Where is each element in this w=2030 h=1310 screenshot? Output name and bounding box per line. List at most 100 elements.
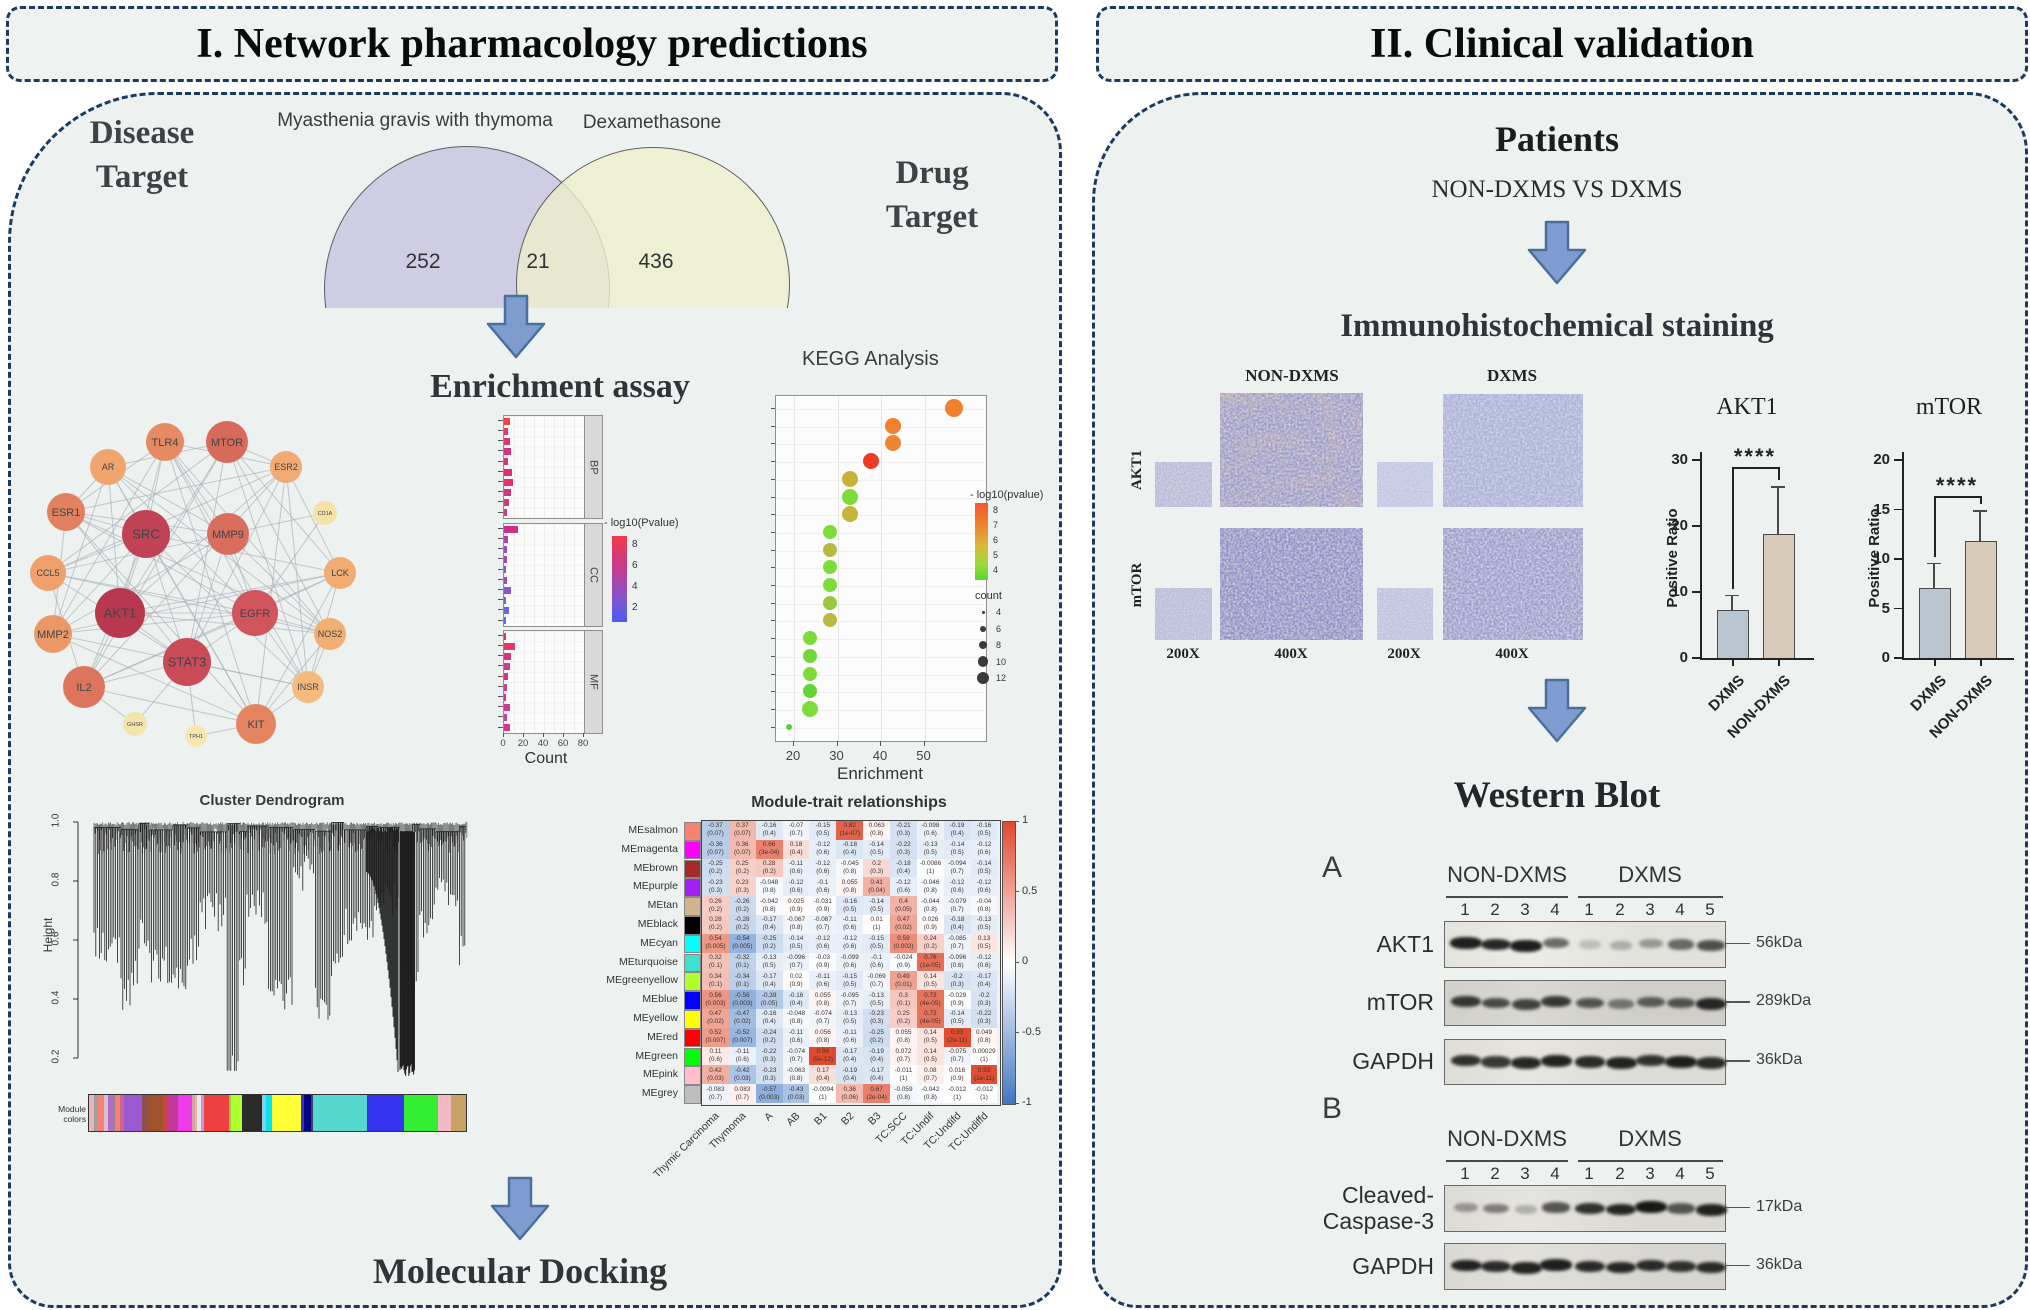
go-facet-strip-label: MF [587,674,600,690]
heatmap-cell: -0.063 (0.8) [782,1065,810,1085]
go-legend-tick: 4 [632,581,638,592]
kegg-ytick [771,443,775,445]
wb-lane-number: 1 [1584,1164,1594,1183]
heatmap-cell: 0.02 (0.9) [782,971,810,991]
heatmap-cell: -0.16 (0.5) [836,896,864,915]
protein-band [1481,997,1511,1009]
wb-lane-number: 3 [1645,1164,1655,1183]
protein-band [1574,1260,1606,1273]
svg-text:KIT: KIT [247,719,264,731]
kegg-count-dot [977,656,989,667]
protein-band [1454,1202,1478,1212]
blot-strip-mtor [1444,980,1727,1026]
wb-group-underline [1446,1160,1568,1162]
heatmap-cell: -0.25 (0.2) [702,858,729,878]
heatmap-cell: -0.067 (0.8) [782,915,810,934]
module-color-segment [104,1095,108,1131]
x-tick [1778,660,1780,666]
kegg-count-dot [978,640,988,650]
heatmap-cell: -0.12 (0.6) [970,877,998,897]
heatmap-cell: -0.15 (0.5) [809,821,837,840]
heatmap-cell: 0.32 (0.1) [702,952,729,972]
kegg-point [841,488,858,505]
y-tick [1894,607,1902,610]
module-color-swatch [684,840,701,860]
heatmap-cell: -0.37 (0.07) [702,821,729,840]
x-tick [1980,660,1982,666]
venn-right-set-label: Dexamethasone [582,112,722,133]
heatmap-cell: 0.94 (5e-12) [809,1046,837,1066]
wb-lane-number: 2 [1490,1164,1500,1183]
module-colors-label: Module colors [58,1104,86,1125]
heatmap-cell: -0.57 (0.003) [755,1084,783,1103]
sig-bracket-leg [1778,467,1780,481]
kegg-grid-row [776,479,986,481]
protein-band [1605,1057,1637,1070]
kda-label: 289kDa [1756,992,1812,1009]
kegg-grid-row [776,515,986,517]
blot-strip-gapdh [1444,1243,1727,1290]
sig-bracket [1732,467,1778,469]
heatmap-cell: 0.47 (0.02) [890,915,917,934]
heatmap-cell: -0.13 (0.5) [970,915,998,934]
heatmap-cell: -0.07 (0.7) [782,821,810,840]
kegg-pvalue-tick: 5 [993,550,999,560]
kegg-grid-row [776,409,986,410]
heatmap-cell: 0.24 (0.2) [916,933,944,953]
heatmap-cell: -0.1 (0.6) [863,952,891,972]
svg-text:GHSR: GHSR [127,722,143,728]
kegg-ytick [771,425,775,427]
tissue-image-akt1-non-dxms-400x [1220,393,1363,507]
go-axis-tick [498,470,503,472]
kda-label: 56kDa [1756,933,1803,951]
heatmap-cell: -0.16 (0.4) [755,1009,783,1028]
heatmap-cell: -0.031 (0.9) [809,896,837,915]
heatmap-cell: -0.47 (0.02) [728,1009,756,1028]
heatmap-title: Module-trait relationships [751,794,947,811]
tissue-image-mtor-dxms-200x [1377,588,1433,640]
heatmap-cell: -0.32 (0.1) [728,952,756,972]
go-axis-tick [498,430,503,431]
heatmap-cell: -0.11 (0.6) [836,915,864,934]
go-facet-MF [503,630,585,734]
gene-node-esr2 [270,451,302,483]
heatmap-cell: -0.17 (0.4) [863,1065,891,1085]
heatmap-scale-tick [1015,1032,1019,1033]
wb-lane-number: 4 [1675,1164,1685,1183]
heatmap-cell: -0.42 (0.03) [728,1065,756,1085]
module-color-swatch [684,859,701,879]
go-bar [504,535,508,543]
heatmap-row-label: MEtan [647,899,678,912]
heatmap-scale-tick [1015,820,1019,822]
go-bar [504,632,506,640]
heatmap-cell: -0.074 (0.7) [782,1046,810,1066]
heatmap-cell: -0.34 (0.1) [728,971,756,991]
protein-band [1542,1202,1570,1213]
protein-band [1481,1056,1511,1068]
module-color-segment [94,1095,98,1131]
wb-row-label: GAPDH [1352,1252,1434,1279]
bar-dxms [1919,587,1951,658]
protein-band [1542,938,1570,949]
go-xtick [503,733,504,737]
go-facet-strip: BP [584,415,603,519]
heatmap-row-label: MEgreenyellow [606,974,678,987]
module-color-segment [403,1095,438,1131]
heatmap-cell: 0.42 (0.03) [702,1065,729,1085]
gene-node-stat3 [163,638,211,686]
heatmap-cell: -0.23 (0.3) [863,1009,891,1028]
gene-node-src [122,510,170,558]
kegg-ytick [771,655,775,657]
protein-band [1695,1261,1727,1274]
heatmap-cell: 0.26 (0.2) [702,896,729,915]
gene-node-mtor [206,421,248,463]
heatmap-cell: -0.43 (0.03) [782,1084,810,1103]
bar-non-dxms [1965,541,1997,658]
down-arrow-icon [486,294,546,359]
heatmap-cell: -0.14 (0.5) [863,896,891,915]
kegg-ytick [771,531,775,533]
heatmap-cell: 0.14 (0.5) [916,1027,944,1047]
wb-lane-number: 4 [1675,900,1685,919]
